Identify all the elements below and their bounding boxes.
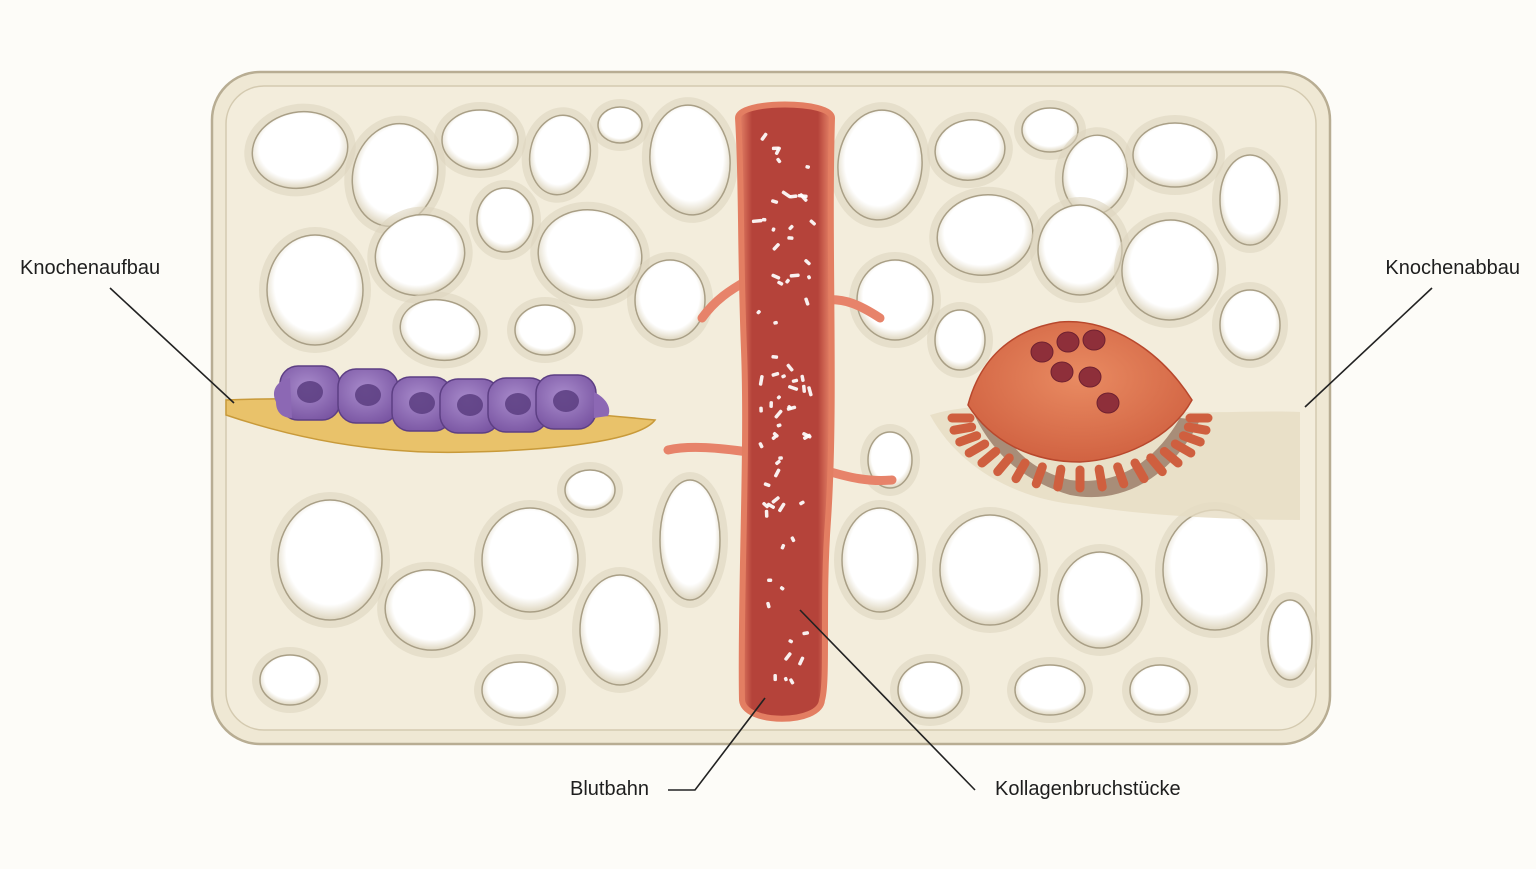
label-bone-formation: Knochenaufbau [20, 257, 161, 279]
osteoblast-cell [391, 376, 453, 432]
label-collagen-fragments: Kollagenbruchstücke [995, 778, 1181, 800]
leader-line-bone-formation [109, 287, 235, 404]
collagen-fragment-particles [751, 132, 816, 685]
leader-line-collagen-fragments [799, 609, 976, 791]
osteoblast-cell [487, 377, 549, 433]
osteoblast-cell [535, 374, 597, 430]
leader-line-bone-resorption [1304, 287, 1433, 408]
label-bloodstream: Blutbahn [570, 778, 649, 800]
osteoblast-row [273, 365, 610, 434]
leader-lines [109, 287, 1433, 791]
osteoblast-cell [337, 368, 399, 424]
osteoclast [947, 320, 1213, 493]
trabecular-cavities [244, 97, 1320, 726]
label-bone-resorption: Knochenabbau [1385, 257, 1520, 279]
leader-line-bloodstream [668, 697, 766, 791]
blood-vessel [734, 101, 836, 722]
osteoclast-nuclei [1030, 329, 1120, 414]
